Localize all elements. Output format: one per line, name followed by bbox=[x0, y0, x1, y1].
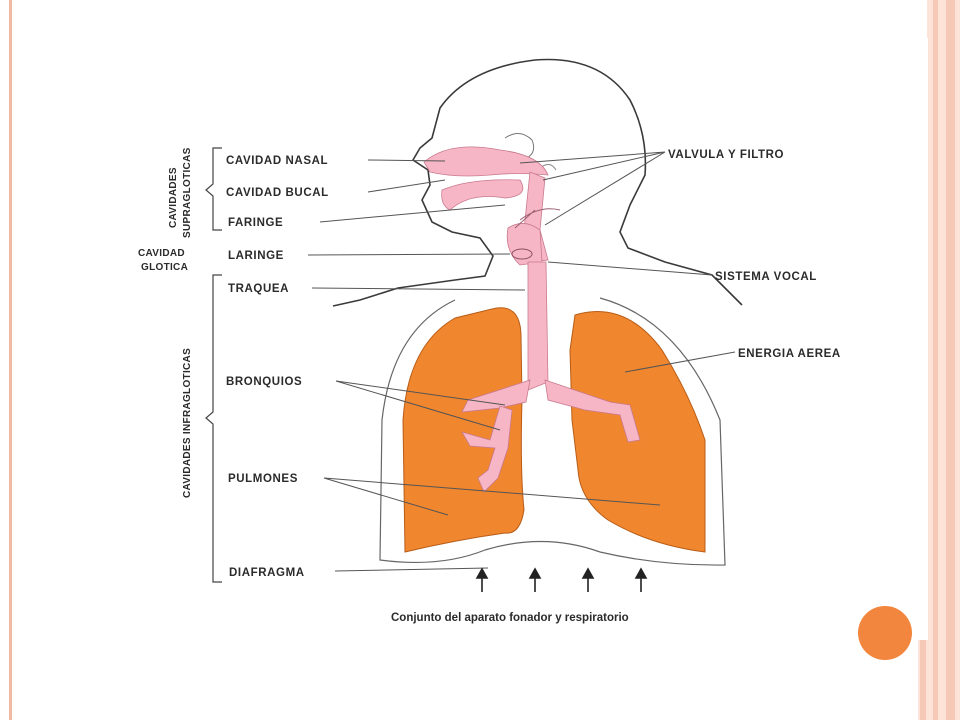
right-decor-stripe-2 bbox=[933, 0, 938, 720]
head-outline bbox=[332, 58, 743, 307]
ear-outline bbox=[504, 133, 535, 161]
bracket-supragloticas bbox=[205, 147, 222, 231]
label-sistema-vocal: SISTEMA VOCAL bbox=[715, 271, 817, 283]
right-decor-stripe-3 bbox=[946, 0, 955, 720]
group-cavidad-glotica-line2: GLOTICA bbox=[141, 262, 188, 273]
label-pulmones: PULMONES bbox=[228, 473, 298, 485]
epiglottis-detail bbox=[514, 208, 561, 229]
label-diafragma: DIAFRAGMA bbox=[229, 567, 305, 579]
leader-lines bbox=[307, 151, 736, 572]
label-valvula-y-filtro: VALVULA Y FILTRO bbox=[668, 149, 784, 161]
label-laringe: LARINGE bbox=[228, 250, 284, 262]
label-energia-aerea: ENERGIA AEREA bbox=[738, 348, 841, 360]
label-cavidad-nasal: CAVIDAD NASAL bbox=[226, 155, 328, 167]
bracket-infragloticas bbox=[205, 274, 222, 583]
label-traquea: TRAQUEA bbox=[228, 283, 289, 295]
group-supragloticas-line2: SUPRAGLOTICAS bbox=[182, 147, 193, 238]
group-cavidades-infragloticas: CAVIDADES INFRAGLOTICAS bbox=[182, 348, 193, 498]
left-decor-bar bbox=[9, 0, 12, 720]
label-faringe: FARINGE bbox=[228, 217, 283, 229]
chest-wall-left bbox=[379, 299, 486, 564]
diagram-caption: Conjunto del aparato fonador y respirato… bbox=[391, 612, 629, 624]
label-cavidad-bucal: CAVIDAD BUCAL bbox=[226, 187, 329, 199]
chest-wall-right bbox=[599, 297, 726, 566]
orange-circle-ornament bbox=[858, 606, 912, 660]
label-bronquios: BRONQUIOS bbox=[226, 376, 302, 388]
airway bbox=[423, 146, 641, 493]
slide-content-edge bbox=[918, 38, 928, 640]
vocal-cords bbox=[511, 248, 533, 260]
diaphragm-line bbox=[484, 540, 601, 553]
group-cavidades-line1: CAVIDADES bbox=[168, 167, 179, 228]
diaphragm-arrows bbox=[475, 567, 648, 592]
left-lung bbox=[402, 307, 525, 553]
group-cavidad-glotica-line1: CAVIDAD bbox=[138, 248, 185, 259]
